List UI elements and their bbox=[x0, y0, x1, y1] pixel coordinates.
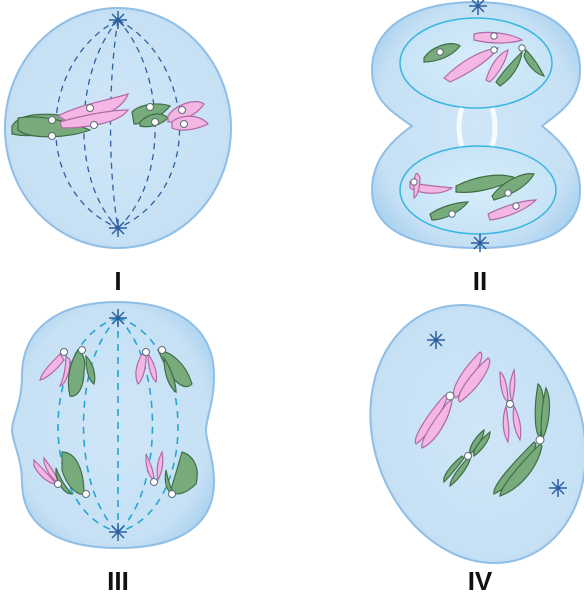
centromere bbox=[48, 132, 56, 140]
centromere bbox=[168, 490, 176, 498]
panel-ii-telophase-cell bbox=[370, 0, 582, 253]
panel-label-ii: II bbox=[473, 266, 487, 296]
centromere bbox=[410, 178, 418, 186]
panel-label-iii: III bbox=[107, 566, 129, 596]
chromosome-pink bbox=[458, 357, 491, 403]
centromere bbox=[445, 391, 455, 401]
panel-iii-anaphase-cell bbox=[10, 300, 216, 550]
chromosome-pink bbox=[452, 351, 483, 399]
cleavage-highlight bbox=[456, 107, 465, 147]
centromere bbox=[60, 348, 68, 356]
chromosome-green bbox=[499, 443, 543, 497]
centromere bbox=[82, 490, 90, 498]
chromosome-green bbox=[85, 354, 96, 385]
chromosome-green bbox=[495, 50, 523, 87]
panel-i-metaphase-cell bbox=[4, 7, 232, 249]
centromere bbox=[448, 210, 456, 218]
centromere bbox=[158, 346, 166, 354]
centromere bbox=[54, 480, 62, 488]
chromosome-green bbox=[491, 173, 535, 201]
centromere bbox=[436, 48, 444, 56]
cell-membrane bbox=[4, 7, 232, 249]
spindle-fibers bbox=[57, 317, 179, 533]
centromere bbox=[78, 346, 86, 354]
centromere bbox=[142, 348, 150, 356]
chromosome-green bbox=[449, 457, 471, 488]
centromere bbox=[146, 103, 154, 111]
condensed-chromosomes bbox=[414, 351, 551, 497]
chromosome-green bbox=[169, 451, 198, 495]
chromosome-pink bbox=[135, 353, 147, 386]
chromosome-green bbox=[523, 48, 546, 77]
centromere bbox=[506, 400, 514, 408]
upper-chromosome-set bbox=[39, 346, 193, 397]
panel-label-i: I bbox=[114, 266, 121, 296]
chromosome-pink bbox=[473, 31, 524, 44]
top-nucleus-chromosomes bbox=[423, 31, 546, 87]
panel-label-iv: IV bbox=[468, 566, 493, 596]
chromosome-green bbox=[156, 349, 193, 388]
chromosome-pink bbox=[156, 450, 164, 482]
chromosome-pink bbox=[443, 47, 500, 83]
chromosome-pink bbox=[512, 404, 522, 442]
centromere bbox=[504, 189, 512, 197]
centromere bbox=[151, 118, 159, 126]
chromosome-green bbox=[443, 455, 465, 484]
metaphase-plate-chromosomes bbox=[11, 93, 209, 140]
chromosome-green bbox=[67, 349, 86, 397]
centromere bbox=[512, 202, 520, 210]
cleavage-highlight bbox=[489, 107, 498, 147]
centromere bbox=[464, 452, 472, 460]
chromosome-green bbox=[163, 356, 177, 394]
lower-chromosome-set bbox=[33, 450, 198, 498]
chromosome-pink bbox=[502, 405, 510, 444]
centromere bbox=[518, 44, 526, 52]
chromosome-pink bbox=[487, 199, 538, 221]
panel-iv-prometaphase-cell bbox=[369, 303, 584, 565]
centromere bbox=[150, 478, 158, 486]
chromosome-green bbox=[429, 201, 470, 221]
centromere bbox=[490, 32, 498, 40]
centromere bbox=[490, 46, 498, 54]
centromere bbox=[90, 121, 98, 129]
chromosome-green bbox=[17, 116, 92, 138]
cell-membrane bbox=[369, 303, 584, 565]
centromere bbox=[48, 116, 56, 124]
centromere bbox=[180, 120, 188, 128]
chromosome-pink bbox=[59, 109, 130, 129]
bottom-nucleus-chromosomes bbox=[409, 173, 538, 221]
chromosome-pink bbox=[147, 352, 158, 384]
cell-membrane bbox=[10, 300, 216, 550]
centromere bbox=[86, 104, 94, 112]
centromere bbox=[178, 106, 186, 114]
chromosome-pink bbox=[421, 398, 453, 449]
chromosome-green bbox=[473, 430, 491, 457]
centromere bbox=[535, 435, 545, 445]
chromosome-pink bbox=[39, 353, 65, 381]
chromosome-pink bbox=[58, 354, 71, 388]
chromosome-pink bbox=[485, 49, 509, 83]
